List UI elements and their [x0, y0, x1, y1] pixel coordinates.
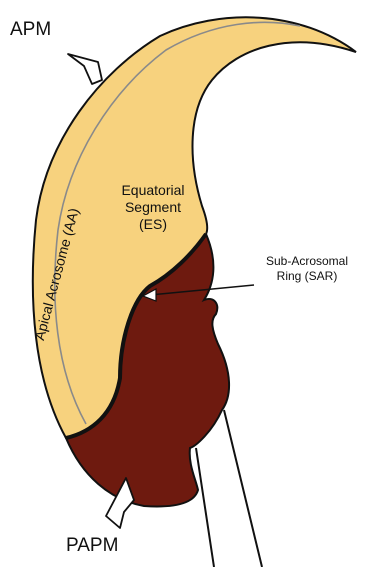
- sub-acrosomal-ring-label: Sub-Acrosomal Ring (SAR): [252, 254, 362, 284]
- equatorial-segment-label: Equatorial Segment (ES): [108, 182, 198, 232]
- apm-arrowhead-icon: [68, 54, 102, 84]
- apm-label: APM: [10, 20, 51, 41]
- papm-label: PAPM: [66, 536, 118, 557]
